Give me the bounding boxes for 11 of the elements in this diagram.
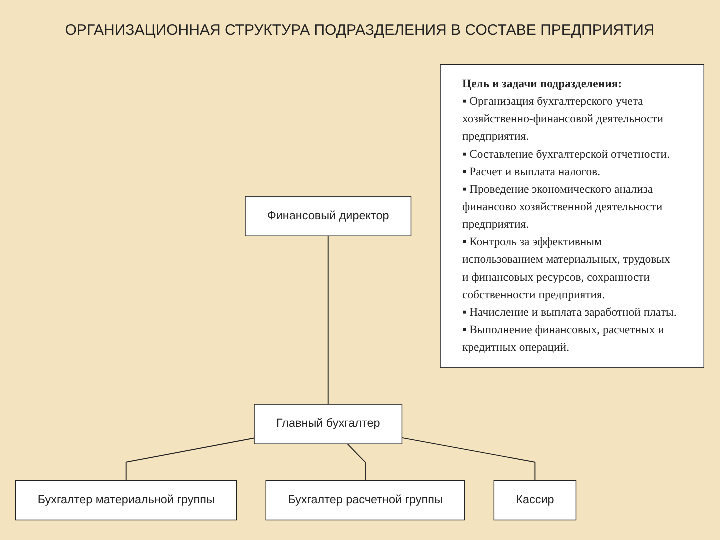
connector bbox=[402, 437, 536, 482]
node-box: Бухгалтер материальной группы bbox=[16, 480, 238, 521]
node-box: Цель и задачи подразделения: ▪ Организация бухгалтерского учета хозяйственно-финансовой деятельности предприятия. ▪ Составление бухгалтерской отчетности. ▪ Расчет и выплата налогов. ▪ Проведение экономического анализа финансово хозяйственной деятельности предприятия. ▪ Контроль за эффективным использованием материальных, трудовых и финансовых ресурсов, сохранности собственности предприятия. ▪ Начисление и выплата заработной платы. ▪ Выполнение финансовых, расчетных и кредитных операций. bbox=[440, 64, 704, 368]
node-box: Кассир bbox=[494, 480, 577, 521]
node-box: Главный бухгалтер bbox=[254, 404, 403, 444]
connector bbox=[347, 444, 366, 482]
node-box: Бухгалтер расчетной группы bbox=[266, 480, 466, 521]
connector bbox=[328, 236, 329, 406]
title: ОРГАНИЗАЦИОННАЯ СТРУКТУРА ПОДРАЗДЕЛЕНИЯ В СОСТАВЕ ПРЕДПРИЯТИЯ bbox=[64, 22, 656, 39]
connector bbox=[126, 438, 255, 482]
node-box: Финансовый директор bbox=[245, 196, 412, 236]
